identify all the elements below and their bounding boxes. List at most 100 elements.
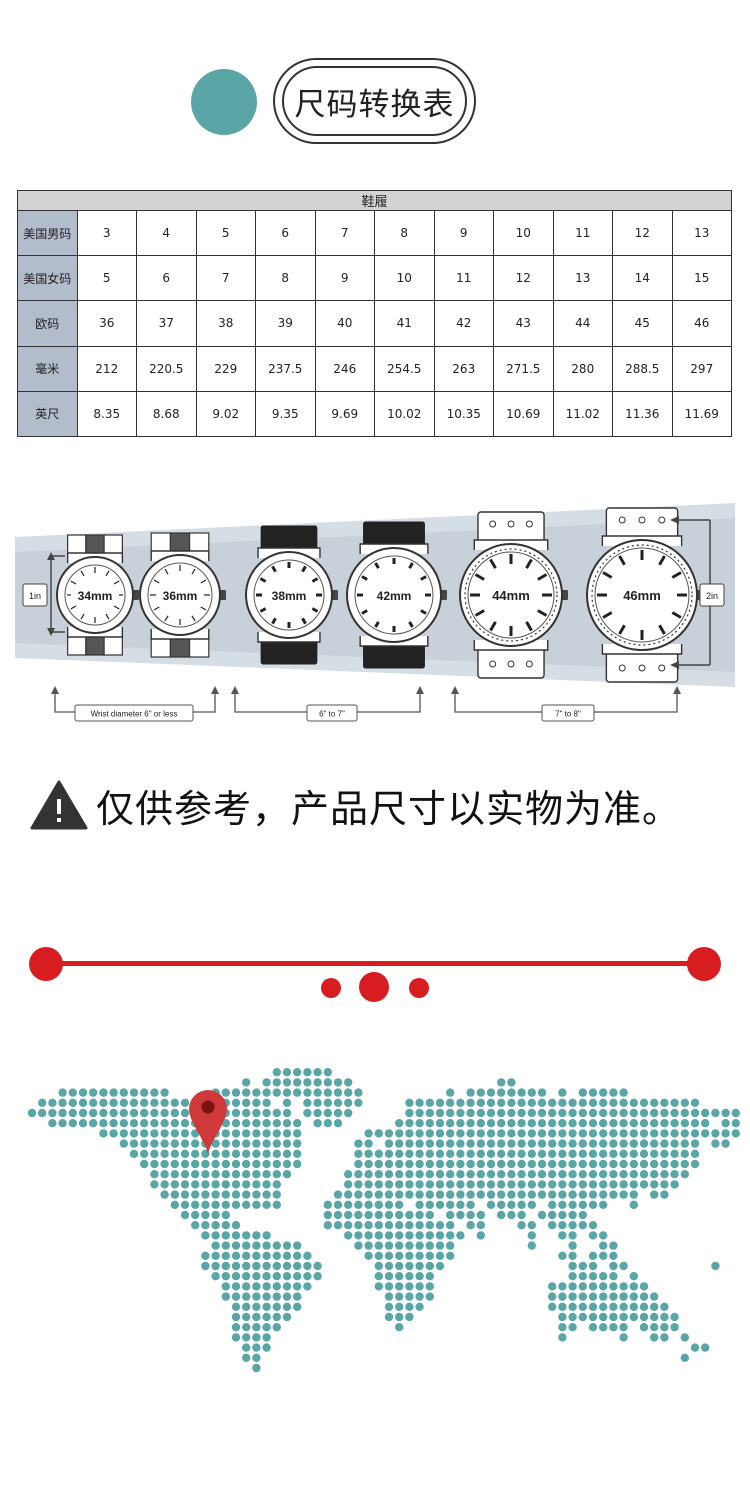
table-cell: 46 [671,300,732,347]
title-pill-outer [273,58,476,144]
row-label: 欧码 [17,300,78,347]
watch-6: 46mm [586,507,703,683]
table-cell: 39 [255,300,316,347]
table-cell: 38 [195,300,256,347]
map-pin-icon [189,1090,227,1156]
table-cell: 45 [612,300,673,347]
page-title: 尺码转换表 [282,66,467,136]
table-cell: 6 [136,255,197,302]
watch-3: 38mm [245,525,338,665]
table-cell: 263 [433,345,494,392]
watch-size-label: 46mm [623,588,661,603]
watch-2: 36mm [139,532,226,658]
table-cell: 297 [671,345,732,392]
measure-left-label: 1in [29,591,41,601]
table-cell: 13 [671,209,732,257]
table-cell: 11.36 [612,390,673,437]
table-cell: 9.02 [195,390,256,437]
watch-4: 42mm [346,521,447,669]
table-cell: 36 [76,300,137,347]
divider-line [46,961,706,966]
table-cell: 10.02 [374,390,435,437]
table-cell: 14 [612,255,673,302]
measure-right-label: 2in [706,591,718,601]
table-cell: 237.5 [255,345,316,392]
table-cell: 8.68 [136,390,197,437]
disclaimer-text: 仅供参考，产品尺寸以实物为准。 [96,786,682,831]
table-cell: 10.35 [433,390,494,437]
disclaimer: 仅供参考，产品尺寸以实物为准。 [30,775,681,835]
divider-dot-right [687,947,721,981]
divider-dot-center [359,972,389,1002]
row-label: 毫米 [17,345,78,392]
measure-left-box [22,583,48,607]
divider-dot-small-right [409,978,429,998]
watch-size-label: 38mm [272,589,307,603]
table-cell: 11.02 [552,390,613,437]
warning-triangle-icon [30,780,88,830]
table-cell: 11 [433,255,494,302]
row-label: 美国男码 [17,209,78,257]
table-cell: 43 [493,300,554,347]
table-cell: 246 [314,345,375,392]
table-cell: 280 [552,345,613,392]
wrist-label-small: Wrist diameter 6" or less [91,710,178,719]
table-cell: 8 [255,255,316,302]
table-cell: 42 [433,300,494,347]
table-cell: 7 [195,255,256,302]
table-cell: 10 [374,255,435,302]
row-label: 英尺 [17,390,78,437]
table-cell: 212 [76,345,137,392]
watch-size-illustration: 34mm 36mm 38mm 42mm 44mm 46mm 1in 2in Wrist d… [15,503,735,722]
row-label: 美国女码 [17,255,78,302]
table-cell: 40 [314,300,375,347]
table-cell: 44 [552,300,613,347]
table-cell: 6 [255,209,316,257]
table-cell: 8.35 [76,390,137,437]
watch-size-label: 36mm [163,589,198,603]
table-cell: 7 [314,209,375,257]
measure-right-box [699,583,725,607]
wrist-label-medium: 6" to 7" [319,710,345,719]
table-cell: 254.5 [374,345,435,392]
table-cell: 13 [552,255,613,302]
table-cell: 12 [493,255,554,302]
table-cell: 220.5 [136,345,197,392]
table-cell: 8 [374,209,435,257]
table-cell: 15 [671,255,732,302]
table-cell: 11 [552,209,613,257]
table-cell: 9 [433,209,494,257]
table-cell: 288.5 [612,345,673,392]
table-cell: 229 [195,345,256,392]
table-cell: 5 [195,209,256,257]
watch-size-label: 34mm [78,589,113,603]
table-header: 鞋履 [17,190,732,211]
world-dot-map [27,1068,740,1373]
table-cell: 9.35 [255,390,316,437]
title-decor-dot [191,69,257,135]
table-cell: 4 [136,209,197,257]
table-cell: 41 [374,300,435,347]
watch-size-label: 42mm [377,589,412,603]
watch-5: 44mm [459,511,568,679]
table-cell: 10.69 [493,390,554,437]
wrist-label-large: 7" to 8" [555,710,581,719]
watch-1: 34mm [56,534,139,656]
table-cell: 3 [76,209,137,257]
table-cell: 37 [136,300,197,347]
table-cell: 9.69 [314,390,375,437]
table-cell: 12 [612,209,673,257]
table-cell: 271.5 [493,345,554,392]
table-cell: 9 [314,255,375,302]
table-cell: 5 [76,255,137,302]
table-cell: 10 [493,209,554,257]
watch-size-label: 44mm [492,588,530,603]
table-cell: 11.69 [671,390,732,437]
divider-dot-small-left [321,978,341,998]
